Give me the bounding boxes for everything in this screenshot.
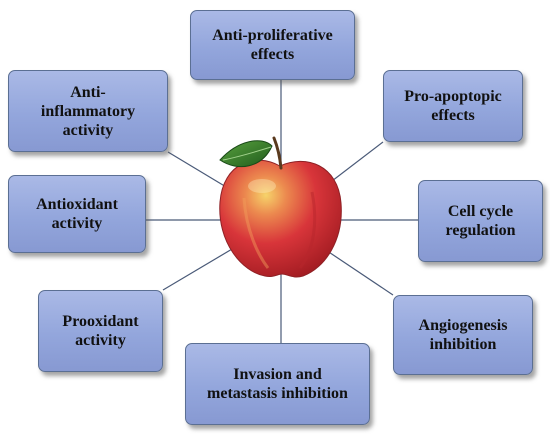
node-label-line: activity (62, 121, 114, 139)
node-invasion: Invasion and metastasis inhibition (185, 343, 370, 425)
node-label-line: activity (75, 332, 126, 349)
node-pro-apoptopic: Pro-apoptopic effects (383, 70, 523, 142)
node-label-line: inhibition (429, 336, 497, 353)
node-label-line: effects (250, 46, 295, 63)
node-label: Invasion and metastasis inhibition (207, 365, 348, 403)
node-label-line: Angiogenesis (418, 317, 508, 334)
node-label-line: metastasis inhibition (207, 385, 348, 402)
node-label-line: Anti- (70, 83, 106, 101)
node-label-line: Cell cycle (447, 203, 514, 220)
node-label: Prooxidant activity (62, 312, 138, 350)
node-label: Antioxidant activity (36, 195, 118, 233)
node-label: Anti-proliferative effects (212, 26, 333, 64)
node-prooxidant: Prooxidant activity (38, 290, 163, 372)
node-label-line: Antioxidant (36, 196, 118, 213)
node-anti-proliferative: Anti-proliferative effects (190, 10, 355, 80)
node-label: Pro-apoptopic effects (404, 87, 501, 125)
node-label-line: effects (431, 107, 475, 124)
node-label-line: Invasion and (233, 366, 322, 383)
node-label: Angiogenesis inhibition (419, 316, 508, 354)
node-label-line: inflammatory (40, 102, 136, 120)
node-label: Cell cycle regulation (446, 202, 516, 240)
node-cell-cycle: Cell cycle regulation (418, 180, 543, 262)
node-label-line: Pro-apoptopic (404, 88, 502, 105)
node-label-line: activity (51, 215, 103, 232)
node-antioxidant: Antioxidant activity (8, 175, 146, 253)
node-label-line: regulation (445, 222, 516, 239)
node-angiogenesis: Angiogenesis inhibition (393, 295, 533, 375)
node-label-line: Prooxidant (62, 313, 139, 330)
node-label-line: Anti-proliferative (212, 27, 333, 44)
